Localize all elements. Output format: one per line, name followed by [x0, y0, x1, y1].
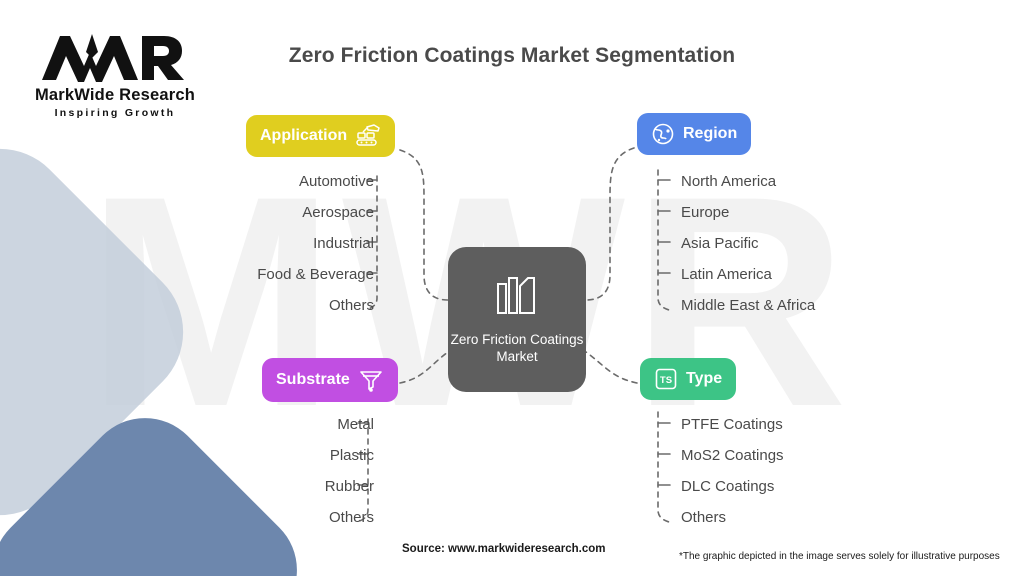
- list-item[interactable]: Latin America: [681, 266, 772, 283]
- center-node[interactable]: Zero Friction Coatings Market: [448, 247, 586, 392]
- list-item[interactable]: PTFE Coatings: [681, 416, 783, 433]
- branch-badge-application[interactable]: Application: [246, 115, 396, 157]
- center-node-label: Zero Friction Coatings Market: [450, 332, 584, 364]
- svg-text:TS: TS: [660, 375, 672, 386]
- list-item[interactable]: Plastic: [329, 447, 374, 464]
- globe-icon: [651, 122, 675, 146]
- bar-chart-building-icon: [495, 274, 539, 321]
- list-item[interactable]: Others: [328, 509, 374, 526]
- brand-name: MarkWide Research: [34, 86, 196, 104]
- branch-label-region: Region: [683, 125, 738, 142]
- list-item[interactable]: Food & Beverage: [257, 266, 374, 283]
- list-item[interactable]: Metal: [337, 416, 374, 433]
- list-item[interactable]: DLC Coatings: [681, 478, 775, 495]
- brand-logo: MarkWide Research Inspiring Growth: [30, 32, 200, 119]
- list-item[interactable]: Middle East & Africa: [681, 297, 816, 314]
- funnel-drop-icon: [358, 367, 384, 393]
- footer-source: Source: www.markwideresearch.com: [402, 543, 606, 555]
- list-item[interactable]: Others: [681, 509, 727, 526]
- branch-badge-substrate[interactable]: Substrate: [262, 358, 398, 402]
- ts-box-icon: TS: [654, 367, 678, 391]
- list-item[interactable]: Industrial: [313, 235, 374, 252]
- brand-tagline: Inspiring Growth: [54, 107, 176, 119]
- branch-label-substrate: Substrate: [276, 371, 350, 388]
- branch-badge-type[interactable]: TS Type: [640, 358, 737, 400]
- list-item[interactable]: North America: [681, 173, 777, 190]
- item-list-type: PTFE Coatings MoS2 Coatings DLC Coatings…: [681, 409, 784, 533]
- footer-disclaimer: *The graphic depicted in the image serve…: [679, 551, 1000, 562]
- list-item[interactable]: MoS2 Coatings: [681, 447, 784, 464]
- list-item[interactable]: Others: [328, 297, 374, 314]
- branch-badge-region[interactable]: Region: [637, 113, 752, 155]
- branch-label-type: Type: [686, 370, 723, 387]
- page-title: Zero Friction Coatings Market Segmentati…: [288, 44, 736, 67]
- list-item[interactable]: Asia Pacific: [681, 235, 759, 252]
- item-list-region: North America Europe Asia Pacific Latin …: [681, 166, 815, 321]
- list-item[interactable]: Rubber: [324, 478, 374, 495]
- excavator-icon: [355, 124, 381, 148]
- branch-label-application: Application: [260, 127, 348, 144]
- list-item[interactable]: Europe: [681, 204, 730, 221]
- item-list-application: Automotive Aerospace Industrial Food & B…: [257, 166, 374, 321]
- list-item[interactable]: Automotive: [298, 173, 374, 190]
- mwr-logo-icon: [42, 34, 184, 82]
- list-item[interactable]: Aerospace: [302, 204, 374, 221]
- item-list-substrate: Metal Plastic Rubber Others: [325, 409, 374, 533]
